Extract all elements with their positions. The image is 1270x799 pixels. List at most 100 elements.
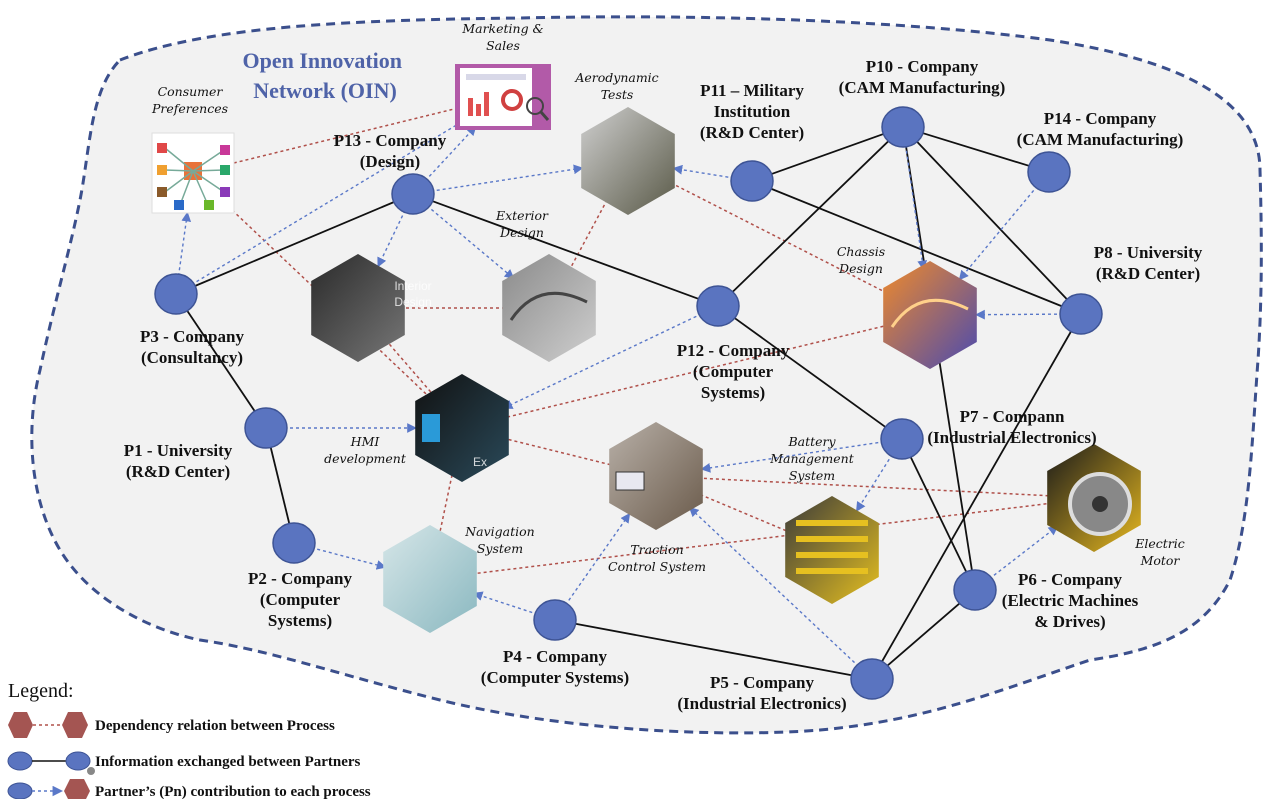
contribution-link-p2-navigation	[311, 546, 387, 570]
legend-dependency-label: Dependency relation between Process	[95, 718, 335, 734]
process-label-line: Consumer	[158, 84, 224, 99]
contribution-links	[177, 117, 1064, 668]
partner-node-p11[interactable]	[730, 160, 774, 202]
partner-label-line: P14 - Company	[1044, 109, 1157, 128]
consumer-preferences-image	[151, 132, 235, 214]
process-label-line: Exterior	[495, 208, 549, 223]
process-label-line: Electric	[1134, 536, 1185, 551]
partner-label-p10: P10 - Company(CAM Manufacturing)	[839, 57, 1006, 97]
process-label-line: Design	[499, 225, 544, 240]
legend: Legend: Dependency relation between Proc…	[7, 680, 371, 799]
process-label-line: System	[789, 468, 835, 483]
partner-label-line: (Computer	[693, 362, 774, 381]
process-label-line: Aerodynamic	[574, 70, 658, 85]
partner-label-line: P11 – Military	[700, 81, 804, 100]
partner-node-p6[interactable]	[953, 569, 997, 611]
interior-inset-line: Interior	[394, 279, 431, 293]
partner-label-line: (Design)	[360, 152, 420, 171]
partner-node-p8[interactable]	[1059, 293, 1103, 335]
contribution-link-p4-traction	[564, 512, 631, 606]
dependency-link-consumer-marketing	[192, 96, 504, 174]
partner-label-line: P6 - Company	[1018, 570, 1122, 589]
marketing-sales-image	[455, 64, 551, 130]
contribution-link-p13-marketing	[424, 125, 477, 182]
partner-node-p7[interactable]	[880, 418, 924, 460]
information-link-p11-p10	[768, 132, 887, 176]
process-label-line: Chassis	[837, 244, 885, 259]
partner-label-p4: P4 - Company(Computer Systems)	[481, 647, 629, 687]
partner-node-p14[interactable]	[1027, 151, 1071, 193]
partner-label-line: P13 - Company	[334, 131, 447, 150]
partner-node-p12[interactable]	[696, 285, 740, 327]
legend-information-symbol	[7, 751, 95, 775]
partner-label-line: P3 - Company	[140, 327, 244, 346]
legend-contribution-label: Partner’s (Pn) contribution to each proc…	[95, 784, 371, 799]
partner-label-p1: P1 - University (R&D Center)	[124, 441, 233, 481]
partner-label-line: Institution	[714, 102, 791, 121]
information-link-p11-p8	[768, 186, 1065, 309]
information-link-p3-p13	[192, 200, 397, 288]
partner-label-line: Systems)	[701, 383, 765, 402]
contribution-link-p6-motor	[988, 525, 1059, 580]
information-link-p10-p14	[919, 131, 1033, 168]
city-map-icon	[383, 525, 477, 633]
partner-label-line: P4 - Company	[503, 647, 607, 666]
information-link-p4-p5	[572, 622, 855, 677]
hmi-inset-label: Ex	[473, 455, 487, 469]
wind-tunnel-icon	[581, 107, 675, 215]
battery-rack-icon	[785, 496, 879, 604]
contribution-link-p13-exterior	[426, 205, 515, 280]
partner-label-line: (CAM Manufacturing)	[839, 78, 1006, 97]
test-bench-icon	[609, 422, 703, 530]
partner-node-p13[interactable]	[391, 173, 435, 215]
partner-label-line: (Computer	[260, 590, 341, 609]
process-label-line: Marketing &	[461, 21, 543, 36]
partner-label-p5: P5 - Company(Industrial Electronics)	[677, 673, 846, 713]
process-label-line: Design	[838, 261, 883, 276]
process-label-line: HMI	[350, 434, 381, 449]
partner-label-line: P1 - University	[124, 441, 233, 460]
contribution-link-p5-traction	[688, 506, 860, 668]
information-link-p13-p12	[429, 199, 702, 301]
partner-node-p1[interactable]	[244, 407, 288, 449]
dependency-link-chassis-hmi	[461, 314, 931, 429]
interior-inset-line: Design	[394, 295, 431, 309]
contribution-link-p13-interior	[377, 209, 406, 268]
information-link-p12-p10	[730, 138, 891, 295]
partner-label-line: (R&D Center)	[126, 462, 230, 481]
partner-node-p3[interactable]	[154, 273, 198, 315]
partner-node-p4[interactable]	[533, 599, 577, 641]
partner-label-p14: P14 - Company (CAM Manufacturing)	[1017, 109, 1184, 149]
partner-node-p2[interactable]	[272, 522, 316, 564]
hmi-inset-line: Ex	[473, 455, 487, 469]
car-body-cad-icon	[883, 261, 977, 369]
network-title-line-1: Open Innovation	[242, 48, 402, 73]
network-title: Open Innovation Network (OIN)	[242, 48, 407, 103]
partner-label-line: (R&D Center)	[700, 123, 804, 142]
partner-label-line: (Consultancy)	[141, 348, 243, 367]
partner-node-p5[interactable]	[850, 658, 894, 700]
partner-label-p6: P6 - Company(Electric Machines& Drives)	[1002, 570, 1139, 631]
partner-label-line: P12 - Company	[677, 341, 790, 360]
process-label-line: Control System	[608, 559, 706, 574]
partner-label-line: (CAM Manufacturing)	[1017, 130, 1184, 149]
partner-labels: P1 - University(R&D Center)P2 - Company(…	[124, 57, 1203, 713]
information-link-p8-p5	[880, 329, 1073, 664]
information-link-p6-p5	[885, 601, 962, 668]
information-link-p3-p1	[185, 308, 257, 414]
process-label-marketing: Marketing &Sales	[461, 21, 543, 53]
partner-label-line: (R&D Center)	[1096, 264, 1200, 283]
dependency-link-traction-motor	[655, 475, 1095, 499]
partner-node-p10[interactable]	[881, 106, 925, 148]
